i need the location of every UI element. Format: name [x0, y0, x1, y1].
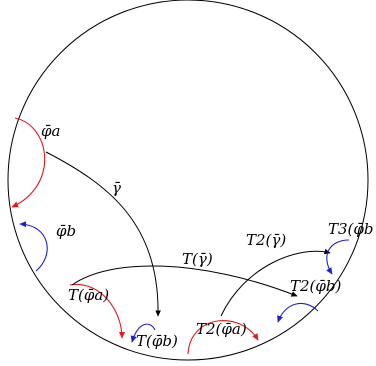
arc-T2-phi-b	[277, 302, 319, 323]
label-gamma: γ̄	[112, 179, 121, 197]
label-T-phi-b: T(φ̄b)	[136, 332, 178, 350]
arc-phi-b	[19, 221, 48, 272]
geodesic-gamma	[45, 151, 161, 317]
disk-boundary	[7, 0, 369, 361]
geodesic-T2-gamma	[220, 248, 331, 317]
label-T-phi-a: T(φ̄a)	[68, 286, 109, 304]
geodesic-T-gamma	[71, 265, 298, 297]
label-T-gamma: T(γ̄)	[182, 250, 213, 268]
arc-phi-a	[11, 117, 46, 208]
arc-T-phi-b	[130, 323, 156, 343]
label-T3-phi-b: T3(φ̄b	[328, 220, 374, 238]
arc-T2-phi-a	[187, 320, 259, 355]
arc-T3-phi-b	[326, 239, 350, 275]
label-T2-phi-a: T2(φ̄a)	[196, 320, 247, 338]
label-phi-a: φ̄a	[41, 122, 60, 140]
label-T2-gamma: T2(γ̄)	[246, 231, 286, 249]
label-T2-phi-b: T2(φ̄b)	[290, 277, 342, 295]
arc-T-phi-a	[69, 283, 126, 339]
label-phi-b: φ̄b	[56, 222, 76, 240]
